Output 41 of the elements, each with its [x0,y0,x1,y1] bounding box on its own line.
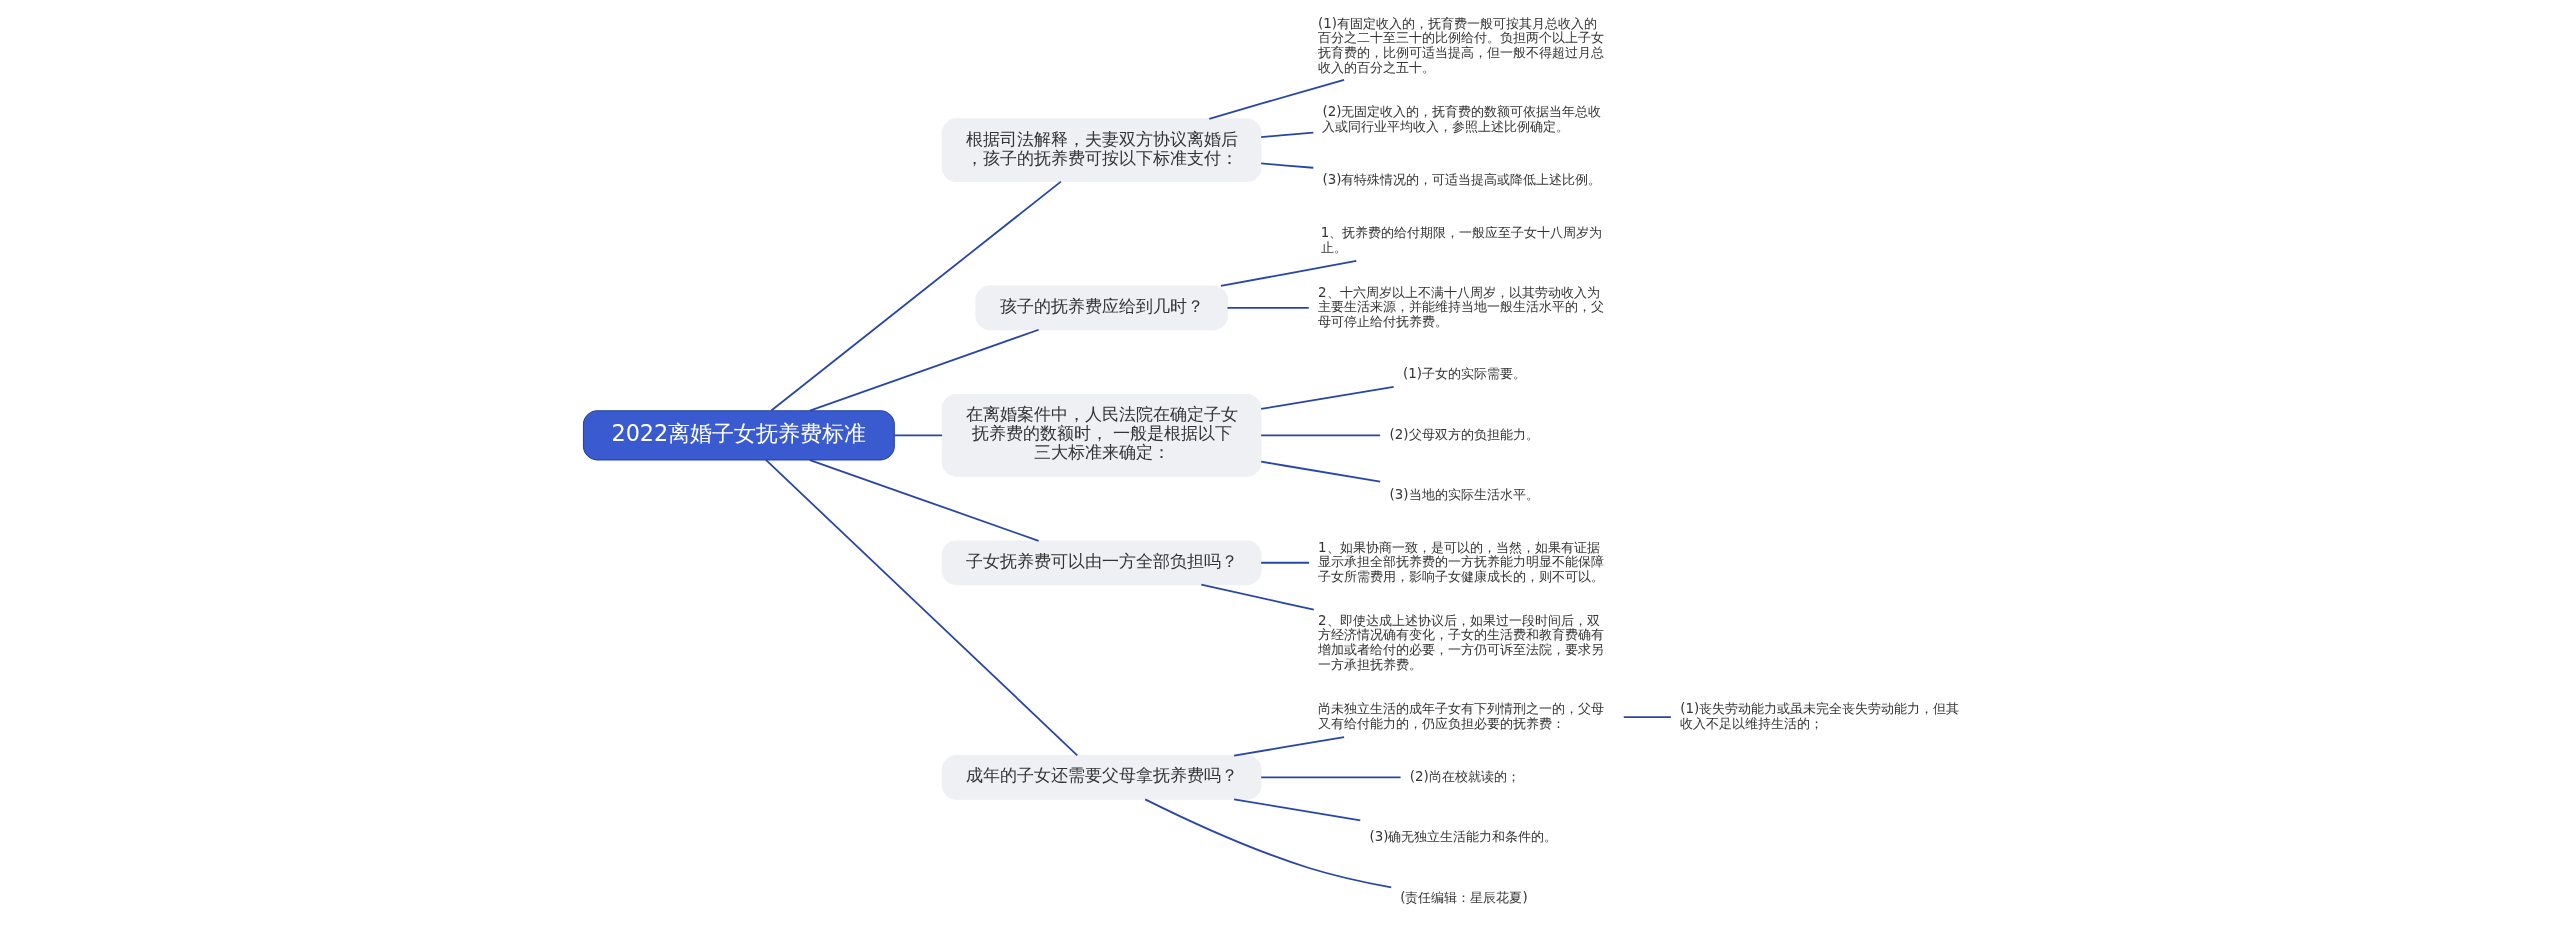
node-text: 2、即使达成上述协议后，如果过一段时间后，双方经济情况确有变化，子女的生活费和教育费确有增加或者给付的必要，一方仍可诉至法院，要求另一方承担抚养费。 [1318,612,1605,672]
node-text: (1)丧失劳动能力或虽未完全丧失劳动能力，但其收入不足以维持生活的； [1680,701,1960,731]
connector [809,459,1040,542]
node-text: (3)有特殊情况的，可适当提高或降低上述比例。 [1322,171,1602,187]
node-box: 在离婚案件中，人民法院在确定子女抚养费的数额时， 一般是根据以下三大标准来确定： [941,393,1262,477]
connector [765,459,1079,757]
node-box: 孩子的抚养费应给到几时？ [975,285,1228,331]
connector [770,180,1062,412]
node-box: 子女抚养费可以由一方全部负担吗？ [941,540,1262,586]
connector [1208,79,1345,120]
node-text: (3)当地的实际生活水平。 [1389,487,1539,503]
connector [1200,583,1315,611]
node-text: (1)子女的实际需要。 [1402,366,1526,382]
connector [1144,798,1393,889]
node-box: 2022离婚子女抚养费标准 [582,410,895,461]
node-box: 根据司法解释，夫妻双方协议离婚后，孩子的抚养费可按以下标准支付： [941,118,1262,183]
node-text: (3)确无独立生活能力和条件的。 [1369,829,1558,845]
connector [1260,162,1315,169]
connector [1260,385,1395,410]
node-box: 成年的子女还需要父母拿抚养费吗？ [941,755,1262,800]
connector [1260,561,1310,564]
node-text: (2)尚在校就读的； [1409,768,1520,784]
connector [809,328,1040,412]
connector [1260,460,1382,483]
node-text: 1、如果协商一致，是可以的，当然，如果有证据显示承担全部抚养费的一方抚养能力明显不能保障子女所需费用，影响子女健康成长的，则不可以。 [1318,539,1605,584]
node-text: (责任编辑：星辰花夏) [1400,889,1528,905]
connector [1226,306,1310,309]
connector [1260,131,1315,138]
connector [1220,260,1358,287]
connector [1233,798,1362,822]
node-text: (2)父母双方的负担能力。 [1389,426,1539,442]
connector [1622,716,1672,718]
connector [893,434,943,437]
connector [1233,736,1346,757]
node-text: (2)无固定收入的，抚育费的数额可依据当年总收入或同行业平均收入，参照上述比例确定。 [1322,104,1602,134]
node-text: 尚未独立生活的成年子女有下列情刑之一的，父母又有给付能力的，仍应负担必要的抚养费： [1318,701,1605,731]
node-text: 2、十六周岁以上不满十八周岁，以其劳动收入为主要生活来源，并能维持当地一般生活水平的，父母可停止给付抚养费。 [1318,284,1605,329]
node-text: 1、抚养费的给付期限，一般应至子女十八周岁为止。 [1320,224,1603,255]
connector [1260,776,1402,779]
connector [1260,434,1382,437]
node-text: (1)有固定收入的，抚育费一般可按其月总收入的百分之二十至三十的比例给付。负担两个以上子女抚育费的，比例可适当提高，但一般不得超过月总收入的百分之五十。 [1318,15,1605,75]
